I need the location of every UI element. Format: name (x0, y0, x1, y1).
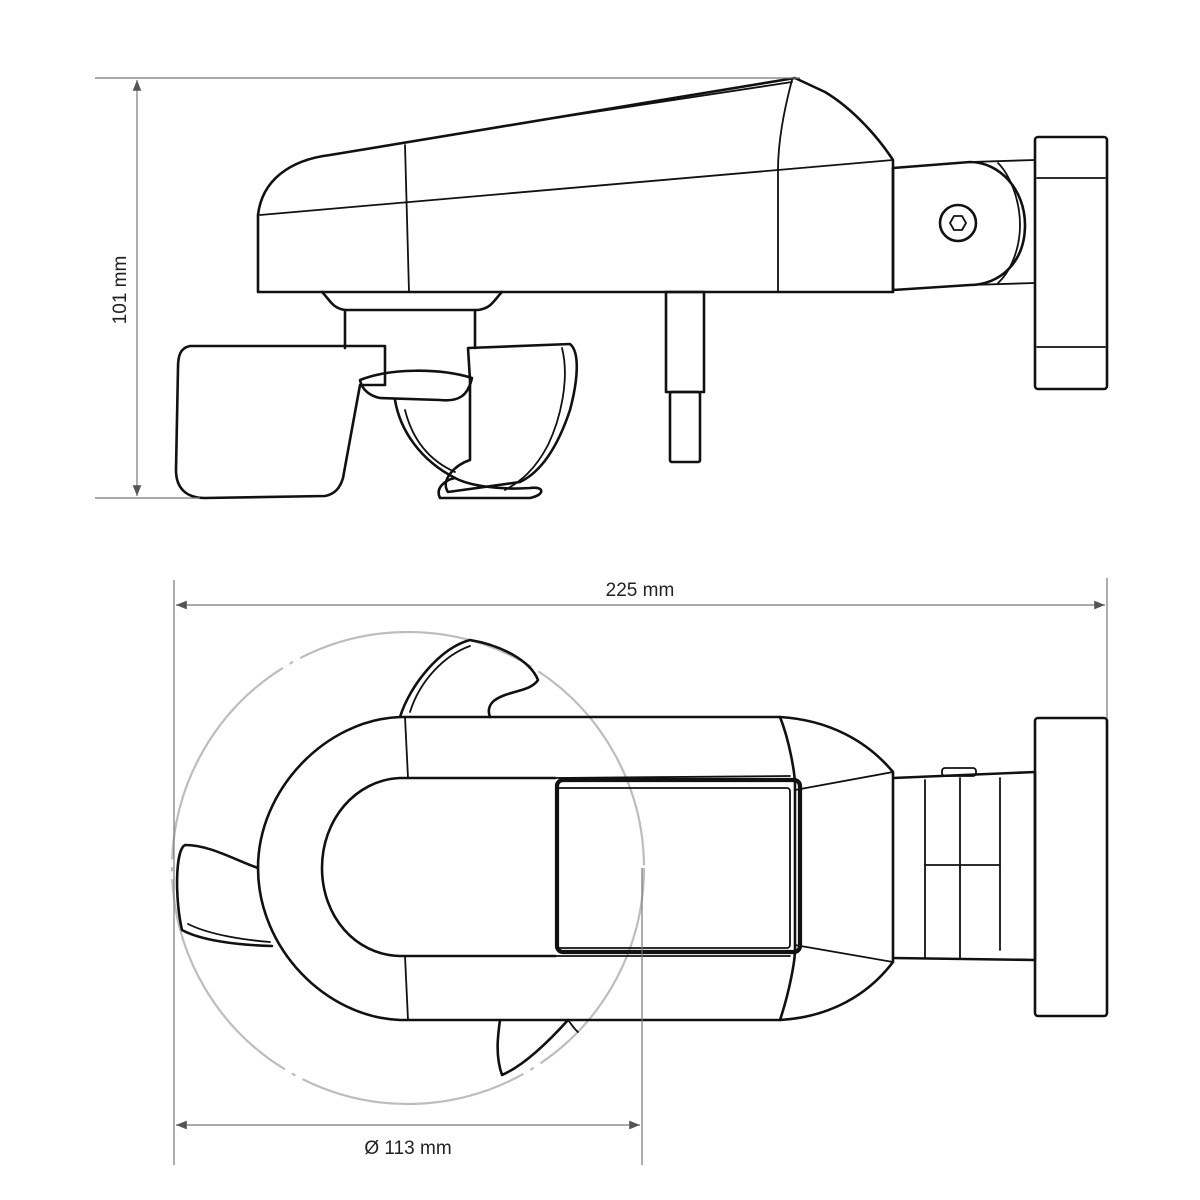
top-cup-upper (398, 638, 540, 719)
top-cup-lower-tip (567, 1019, 579, 1033)
side-wall-plate (1033, 135, 1109, 391)
top-cup-left (175, 843, 274, 948)
top-body-outer (256, 715, 782, 1022)
diameter-label: Ø 113 mm (364, 1138, 451, 1159)
hex-screw-icon (938, 203, 978, 243)
side-hinge-neck (997, 162, 1021, 284)
top-body-seam-left-bottom (404, 955, 409, 1021)
top-display-window-inner (556, 787, 791, 949)
side-neck-collar (320, 290, 504, 312)
top-hinge-screw-head (941, 767, 977, 777)
side-pin-lower (668, 390, 702, 464)
top-cup-upper-inner (409, 645, 471, 713)
side-hinge-arm-bottom (969, 282, 1036, 286)
top-hinge-bracket (891, 770, 1037, 962)
side-cup-center (358, 369, 474, 402)
top-body-nose (778, 715, 895, 1022)
side-cup-right (444, 342, 579, 494)
top-body-inner (320, 776, 557, 958)
top-body-inner-rail-top (554, 775, 791, 779)
side-body-facet-line (259, 159, 894, 216)
side-shaft (343, 308, 477, 350)
top-nose-facet-top (794, 771, 894, 791)
side-body-top (256, 76, 895, 294)
side-cup-left (174, 344, 387, 500)
height-label: 101 mm (110, 256, 131, 325)
side-hinge-bracket (891, 160, 1027, 292)
side-hinge-arm-top (969, 159, 1036, 163)
top-display-window (554, 777, 803, 955)
side-body-seam-1 (404, 144, 410, 293)
rotor-sweep-circle (170, 630, 646, 1106)
side-blade (393, 398, 543, 500)
side-body-ridge (554, 81, 793, 119)
top-wall-plate (1033, 716, 1109, 1018)
hex-socket-icon (949, 215, 967, 231)
side-cup-right-inner (504, 347, 566, 491)
top-cup-left-inner (187, 923, 271, 943)
side-body-seam-2 (777, 79, 793, 293)
top-cup-lower (496, 1018, 570, 1077)
top-nose-facet-bottom (794, 944, 894, 963)
side-blade-inner (404, 409, 456, 473)
top-hinge-step (924, 864, 1001, 951)
width-label: 225 mm (606, 580, 675, 601)
side-view: 101 mm (95, 76, 1109, 500)
top-view: 225 mm Ø 113 mm (170, 578, 1109, 1165)
top-body-seam-left-top (404, 716, 409, 779)
side-pin-upper (664, 290, 706, 394)
